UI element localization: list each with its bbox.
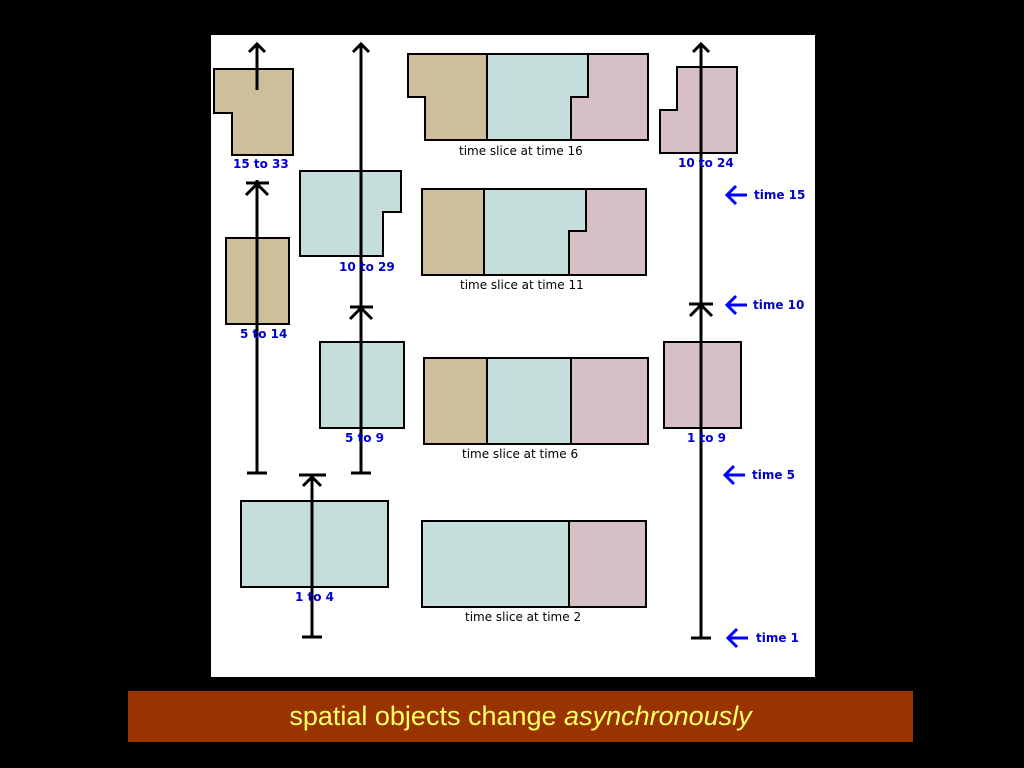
label-blue-top: 10 to 29: [339, 260, 395, 274]
time-slice-2: [421, 520, 647, 608]
caption-slice-16: time slice at time 16: [459, 144, 583, 158]
label-blue-mid: 5 to 9: [345, 431, 384, 445]
svg-text:time 5: time 5: [752, 468, 795, 482]
label-tan-top: 15 to 33: [233, 157, 289, 171]
blue-joint-arrow-icon: [348, 305, 374, 321]
tan-up-arrow-icon: [247, 41, 267, 54]
caption-text: spatial objects change: [289, 701, 557, 731]
svg-text:time 15: time 15: [754, 188, 805, 202]
blue-object-bottom-shape: [240, 500, 389, 588]
label-tan-mid: 5 to 14: [240, 327, 287, 341]
svg-text:time 1: time 1: [756, 631, 799, 645]
caption-slice-2: time slice at time 2: [465, 610, 581, 624]
svg-text:time 10: time 10: [753, 298, 804, 312]
blue-object-column: [240, 41, 405, 639]
caption-bar: spatial objects change asynchronously: [128, 691, 913, 742]
pink-up-arrow-icon: [691, 41, 711, 54]
time-marker-5: time 5: [722, 464, 795, 486]
pink-object-column: [659, 41, 742, 640]
time-slice-16: [407, 53, 649, 141]
caption-emphasis: asynchronously: [564, 701, 752, 731]
spatiotemporal-diagram: 15 to 33 5 to 14 10 to 29 5 to 9 1 to 4 …: [213, 41, 805, 649]
label-pink-mid: 1 to 9: [687, 431, 726, 445]
time-marker-15: time 15: [724, 184, 805, 206]
blue-object-top-shape: [299, 170, 402, 257]
pink-joint-arrow-icon: [688, 302, 714, 318]
caption-slice-6: time slice at time 6: [462, 447, 578, 461]
tan-joint-arrow-icon: [244, 181, 270, 197]
diagram-panel: 15 to 33 5 to 14 10 to 29 5 to 9 1 to 4 …: [211, 35, 815, 677]
blue-lower-arrow-icon: [301, 474, 323, 488]
label-pink-top: 10 to 24: [678, 156, 734, 170]
label-blue-bottom: 1 to 4: [295, 590, 334, 604]
pink-object-top-shape: [659, 66, 738, 154]
tan-object-top-shape: [213, 68, 294, 156]
time-marker-1: time 1: [725, 627, 799, 649]
time-slice-6: [423, 357, 649, 445]
time-slice-11: [421, 188, 647, 276]
caption-slice-11: time slice at time 11: [460, 278, 584, 292]
time-marker-10: time 10: [724, 294, 804, 316]
blue-up-arrow-icon: [351, 41, 371, 54]
tan-object-column: [213, 41, 294, 475]
